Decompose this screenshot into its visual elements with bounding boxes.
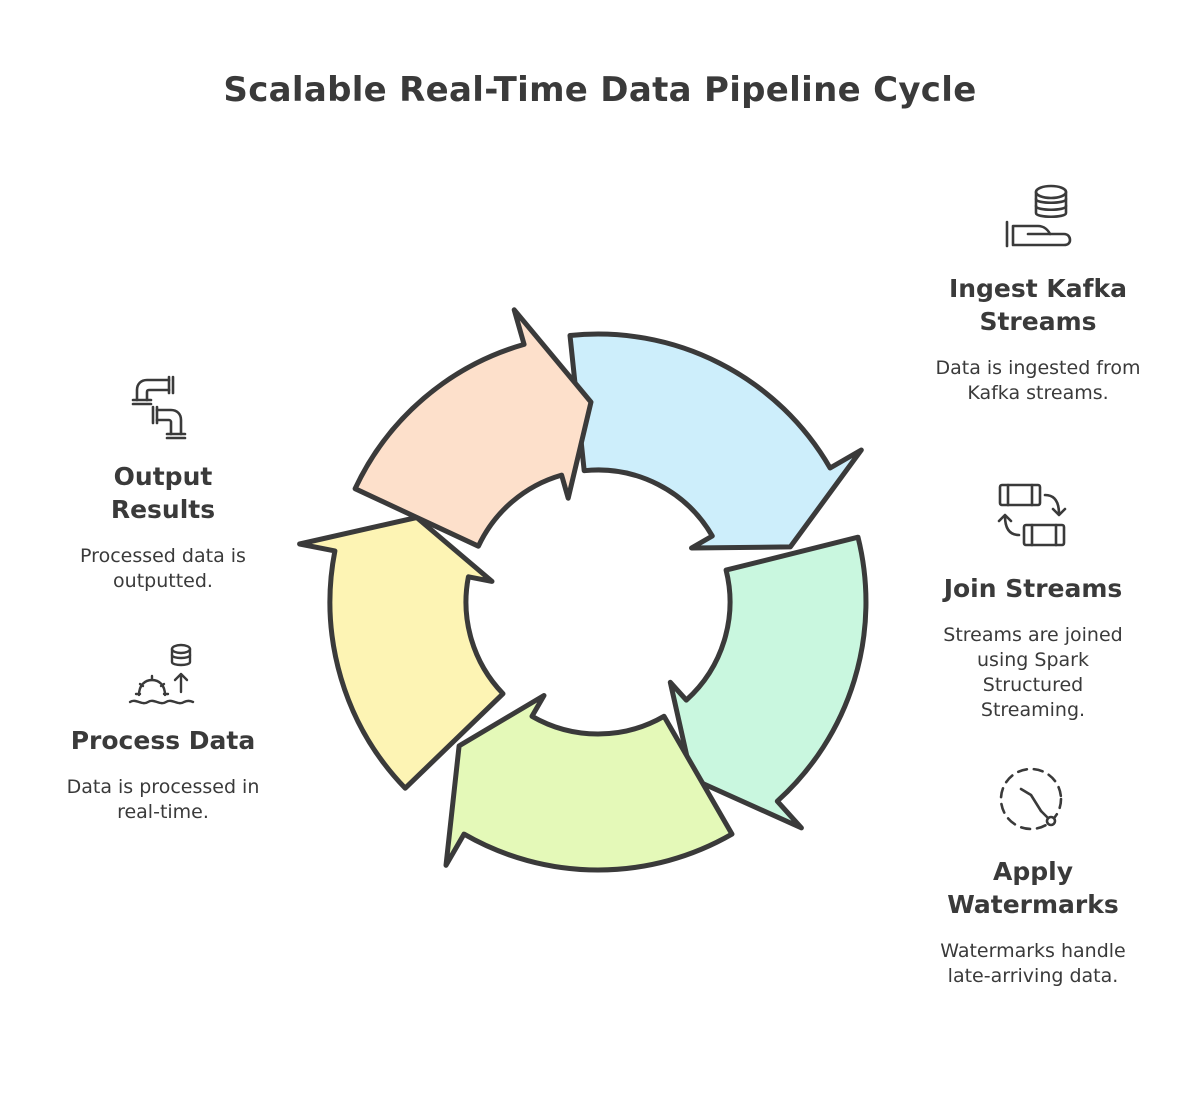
pipes-icon: [131, 375, 187, 440]
step-heading: Apply Watermarks: [947, 857, 1119, 919]
step-description: Data is processed in real-time.: [66, 776, 260, 823]
step-description: Data is ingested from Kafka streams.: [935, 357, 1141, 404]
step-description: Processed data is outputted.: [80, 545, 246, 592]
cycle-arrow-watermarks: [443, 693, 735, 873]
cycle-arrow-output: [352, 307, 594, 549]
cycle-arrow-process: [297, 515, 506, 791]
step-apply-watermarks: Apply Watermarks Watermarks handle late-…: [928, 765, 1138, 989]
step-heading: Ingest Kafka Streams: [948, 274, 1128, 336]
gear-database-icon: [128, 643, 195, 705]
step-output-results: Output Results Processed data is outputt…: [62, 372, 264, 594]
step-join-streams: Join Streams Streams are joined using Sp…: [930, 482, 1136, 723]
step-description: Watermarks handle late-arriving data.: [940, 940, 1126, 987]
timer-icon: [999, 767, 1063, 831]
swap-streams-icon: [997, 483, 1067, 547]
step-ingest-kafka-streams: Ingest Kafka Streams Data is ingested fr…: [920, 182, 1156, 406]
step-process-data: Process Data Data is processed in real-t…: [50, 640, 276, 825]
cycle-arrow-ingest: [567, 331, 864, 551]
database-hand-icon: [1005, 184, 1072, 248]
step-heading: Output Results: [110, 462, 216, 524]
step-heading: Process Data: [70, 726, 256, 755]
diagram-title: Scalable Real-Time Data Pipeline Cycle: [223, 70, 977, 110]
cycle-arrow-join: [667, 534, 869, 831]
step-heading: Join Streams: [943, 574, 1123, 603]
step-description: Streams are joined using Spark Structure…: [943, 624, 1123, 721]
